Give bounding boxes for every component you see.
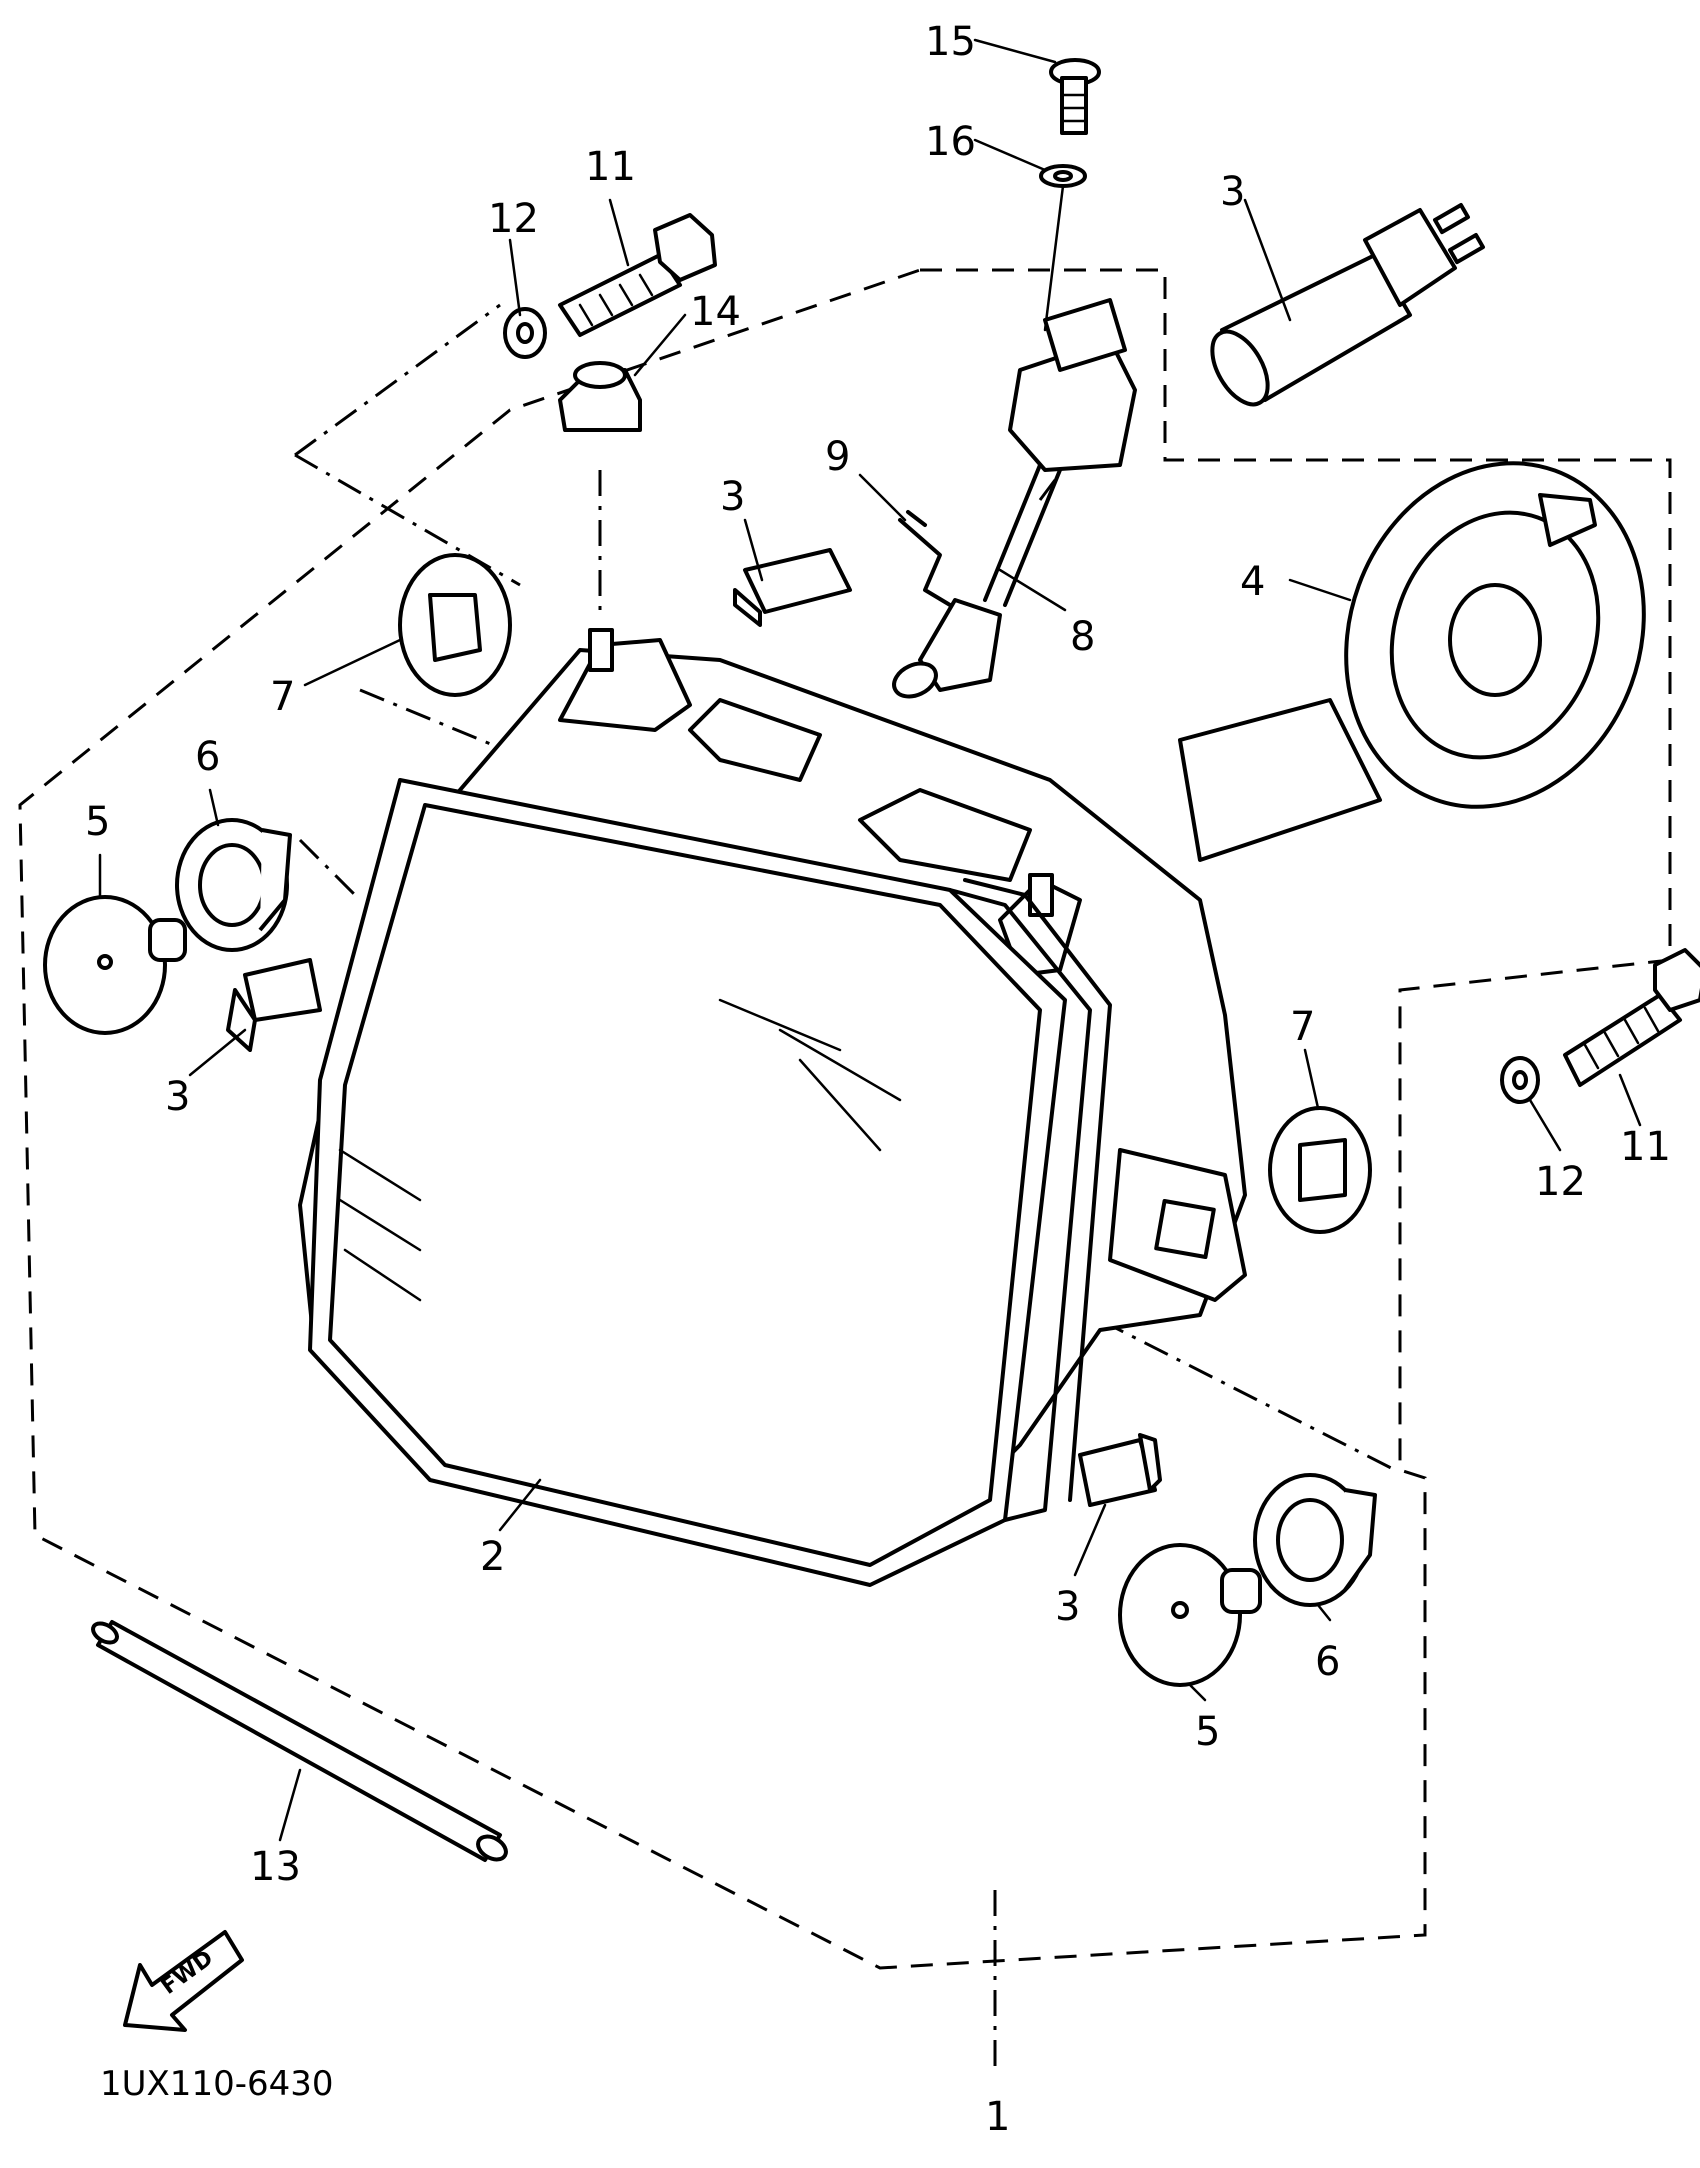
callout-7-right: 7 — [1290, 1004, 1315, 1050]
headlight-unit — [298, 628, 1247, 1587]
mounting-bolt-upper — [558, 213, 717, 337]
holder-right — [1253, 1473, 1377, 1607]
callout-14: 14 — [690, 289, 741, 335]
callout-2: 2 — [480, 1534, 505, 1580]
adjusting-knob-left — [43, 895, 187, 1035]
assembly-boundary — [18, 268, 1672, 1970]
callout-13: 13 — [250, 1844, 301, 1890]
callout-1: 1 — [985, 2094, 1010, 2140]
callout-3-left: 3 — [165, 1074, 190, 1120]
callout-15: 15 — [925, 19, 976, 65]
callout-11-right: 11 — [1620, 1124, 1671, 1170]
callout-12-upper: 12 — [488, 196, 539, 242]
forward-direction-arrow: FWD — [123, 1930, 244, 2032]
callout-16: 16 — [925, 119, 976, 165]
damper-left — [398, 553, 512, 697]
callout-4: 4 — [1240, 559, 1265, 605]
spring-clip-left — [226, 958, 322, 1052]
callout-labels: 15 16 3 11 12 14 3 9 8 4 7 6 5 3 7 11 12… — [85, 19, 1671, 2140]
headlight-bulb — [1210, 202, 1485, 407]
callout-leaders — [98, 38, 1642, 1842]
screw-and-washer — [1039, 58, 1101, 332]
lock-washer-right — [1500, 1056, 1540, 1104]
lock-washer-upper — [503, 307, 547, 359]
bulb-socket-cover — [1178, 461, 1646, 862]
holder-left — [175, 818, 292, 952]
damper-right — [1268, 1106, 1372, 1234]
callout-5-left: 5 — [85, 799, 110, 845]
bulb-socket-wire — [892, 298, 1137, 699]
callout-3-right: 3 — [1055, 1584, 1080, 1630]
adjusting-clip — [898, 510, 952, 607]
callout-12-right: 12 — [1535, 1159, 1586, 1205]
tube-rod — [91, 1620, 508, 1862]
callout-5-right: 5 — [1195, 1709, 1220, 1755]
spring-clip-upper — [733, 548, 852, 627]
spring-clip-right — [1078, 1433, 1162, 1507]
callout-10: 3 — [1220, 169, 1245, 215]
callout-6-left: 6 — [195, 734, 220, 780]
mounting-bolt-right — [1563, 948, 1700, 1087]
callout-9: 9 — [825, 434, 850, 480]
callout-8: 8 — [1070, 614, 1095, 660]
callout-7-left: 7 — [270, 674, 295, 720]
adjusting-knob-right — [1118, 1543, 1262, 1687]
callout-11-upper: 11 — [585, 144, 636, 190]
diagram-code: 1UX110-6430 — [100, 2064, 334, 2104]
callout-3-upper: 3 — [720, 474, 745, 520]
grommet — [558, 361, 642, 432]
callout-6-right: 6 — [1315, 1639, 1340, 1685]
